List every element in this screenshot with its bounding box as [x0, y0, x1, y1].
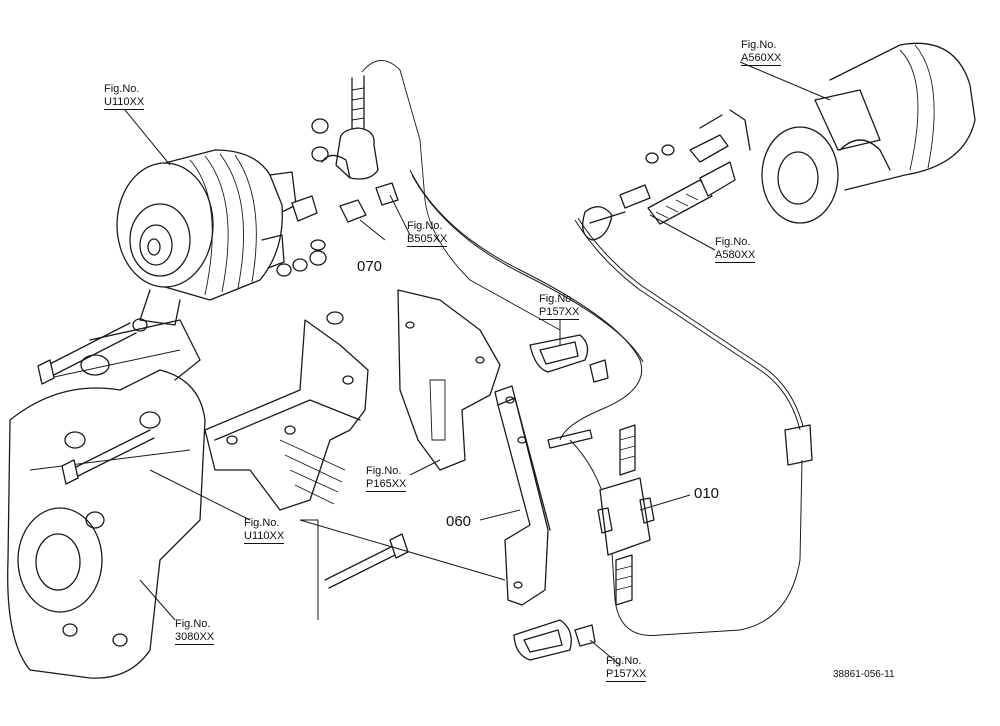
- fig-ref-prefix: Fig.No.: [407, 220, 443, 232]
- fig-ref-p157-bottom: Fig.No. P157XX: [606, 655, 647, 682]
- fig-ref-a580: Fig.No. A580XX: [715, 236, 756, 263]
- starter-motor-drawing: [761, 42, 976, 224]
- strap-bracket: [494, 385, 551, 606]
- terminal-stud: [321, 60, 561, 331]
- fig-ref-prefix: Fig.No.: [244, 517, 280, 529]
- fig-ref-u110-top: Fig.No. U110XX: [104, 83, 145, 110]
- starter-cable-parts: [582, 109, 751, 241]
- fig-ref-prefix: Fig.No.: [366, 465, 402, 477]
- drawing-code: 38861-056-11: [833, 669, 895, 680]
- fig-ref-code: U110XX: [104, 96, 145, 110]
- alternator-drawing: [116, 149, 297, 326]
- fig-ref-prefix: Fig.No.: [175, 618, 211, 630]
- part-number-060: 060: [446, 513, 472, 530]
- fig-ref-p157-top: Fig.No. P157XX: [539, 293, 580, 320]
- alternator-bracket: [204, 319, 369, 511]
- part-number-070: 070: [357, 258, 383, 275]
- fig-ref-prefix: Fig.No.: [104, 83, 140, 95]
- leader-lines: [124, 61, 831, 666]
- fig-ref-b505: Fig.No. B505XX: [407, 220, 448, 247]
- fig-ref-prefix: Fig.No.: [715, 236, 751, 248]
- fig-ref-3080: Fig.No. 3080XX: [175, 618, 215, 645]
- fig-ref-a560: Fig.No. A560XX: [741, 39, 782, 66]
- fig-ref-prefix: Fig.No.: [539, 293, 575, 305]
- part-number-010: 010: [694, 485, 720, 502]
- fig-ref-code: A580XX: [715, 249, 756, 263]
- fig-ref-p165: Fig.No. P165XX: [366, 465, 407, 492]
- cable-clamps: [513, 334, 813, 661]
- fig-ref-code: P165XX: [366, 478, 407, 492]
- fig-ref-code: 3080XX: [175, 631, 215, 645]
- fig-ref-prefix: Fig.No.: [606, 655, 642, 667]
- fig-ref-code: P157XX: [539, 306, 580, 320]
- fig-ref-code: U110XX: [244, 530, 285, 544]
- fig-ref-u110-bottom: Fig.No. U110XX: [244, 517, 285, 544]
- fig-ref-code: B505XX: [407, 233, 448, 247]
- bolts: [37, 311, 409, 589]
- plate-bracket: [397, 289, 501, 471]
- fig-ref-code: P157XX: [606, 668, 647, 682]
- switch-assembly: [547, 424, 655, 606]
- fig-ref-code: A560XX: [741, 52, 782, 66]
- fig-ref-prefix: Fig.No.: [741, 39, 777, 51]
